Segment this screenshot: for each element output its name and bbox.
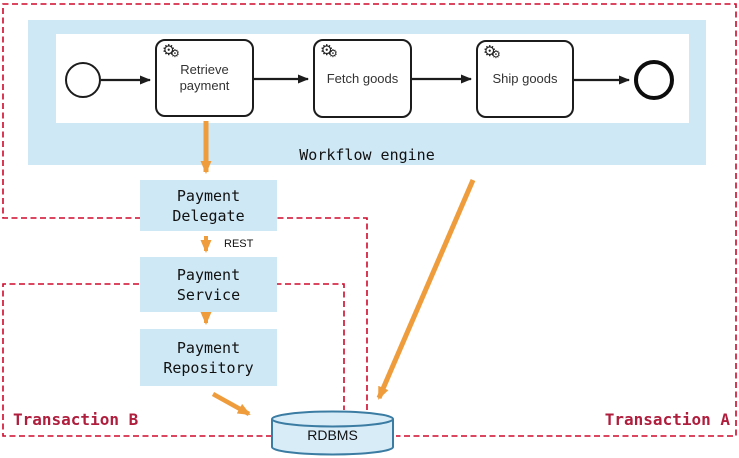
- arrow-repository-to-rdbms: [211, 392, 251, 416]
- rest-label: REST: [224, 238, 254, 250]
- workflow-engine-label: Workflow engine: [299, 146, 435, 164]
- transaction-a-label: Transaction A: [604, 410, 730, 429]
- database-cylinder-top: [271, 410, 394, 428]
- task-label: Ship goods: [492, 71, 558, 86]
- payment-delegate-box: Payment Delegate: [140, 180, 277, 231]
- payment-service-box: Payment Service: [140, 257, 277, 312]
- task-retrieve-payment: ⚙ ⚙ Retrieve payment: [155, 39, 254, 117]
- service-task-gear-icon: ⚙ ⚙: [162, 41, 180, 60]
- payment-repository-box: Payment Repository: [140, 329, 277, 386]
- rdbms-label: RDBMS: [307, 427, 358, 443]
- task-label: Fetch goods: [326, 70, 399, 86]
- start-event: [65, 62, 101, 98]
- service-task-gear-icon: ⚙ ⚙: [320, 41, 338, 60]
- arrow-engine-to-rdbms: [376, 179, 476, 400]
- task-fetch-goods: ⚙ ⚙ Fetch goods: [313, 39, 412, 118]
- task-ship-goods: ⚙ ⚙ Ship goods: [476, 40, 574, 118]
- task-label: Retrieve payment: [179, 62, 230, 93]
- service-task-gear-icon: ⚙ ⚙: [483, 42, 501, 61]
- end-event: [634, 60, 674, 100]
- transaction-b-label: Transaction B: [13, 410, 139, 429]
